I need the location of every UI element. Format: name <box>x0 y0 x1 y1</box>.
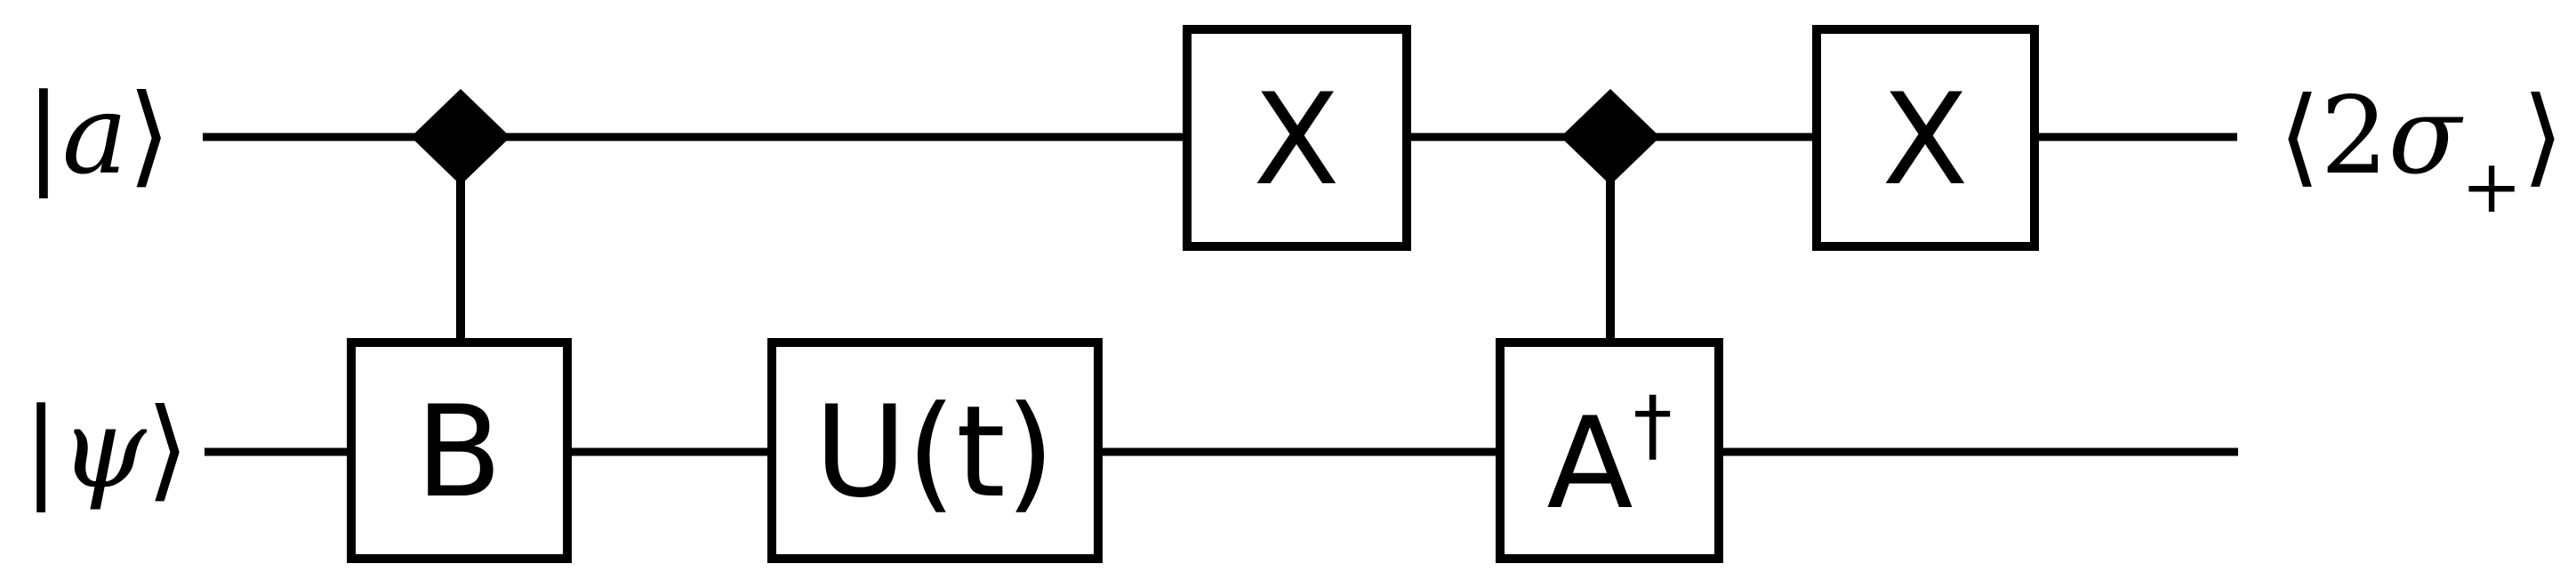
ket-psi-bracket: ⟩ <box>146 385 189 513</box>
gate-box-a-dagger <box>1496 338 1723 563</box>
expval-ket: ⟩ <box>2523 75 2564 198</box>
gate-label-u-t: U(t) <box>815 379 1055 526</box>
control-diamond-icon <box>411 89 510 185</box>
gate-label-a-dagger-base: A <box>1546 391 1633 537</box>
ket-a-bar: | <box>25 71 62 199</box>
expval-coefficient: 2 <box>2321 75 2388 198</box>
gate-box-u-t <box>767 338 1103 563</box>
ket-a-bracket: ⟩ <box>128 71 171 199</box>
ket-a-symbol: a <box>62 71 128 199</box>
gate-box-b <box>347 338 572 563</box>
ket-psi-symbol: ψ <box>60 385 148 513</box>
gate-label-a-dagger: A† <box>1546 379 1672 537</box>
expval-sigma: σ <box>2388 75 2464 198</box>
ket-psi-bar: | <box>22 385 60 513</box>
ket-label-a: |a⟩ <box>25 71 171 199</box>
gate-label-x-1: X <box>1253 67 1339 213</box>
control-diamond-icon <box>1561 89 1660 185</box>
gate-label-x-2: X <box>1882 67 1968 213</box>
expval-subscript-plus: + <box>2461 145 2523 230</box>
gate-label-b: B <box>415 379 502 526</box>
dagger-superscript: † <box>1633 379 1673 471</box>
gate-box-x-2 <box>1812 25 2039 251</box>
gate-box-x-1 <box>1183 25 1411 251</box>
expectation-label-2sigma-plus: ⟨2σ+⟩ <box>2279 75 2564 230</box>
expval-bra: ⟨ <box>2279 75 2321 198</box>
ket-label-psi: |ψ⟩ <box>22 385 189 513</box>
